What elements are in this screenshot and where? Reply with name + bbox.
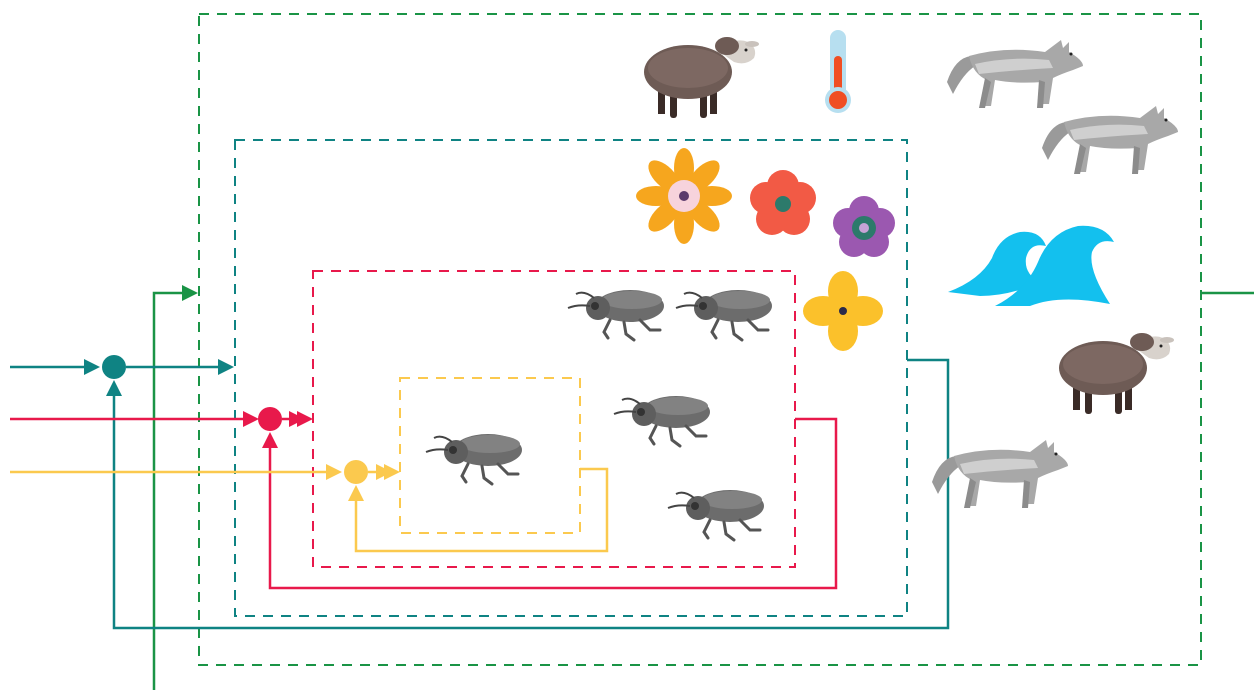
- individual-feedback-arrowhead: [348, 485, 364, 501]
- beetle-icon: [668, 490, 764, 540]
- community-forward-arrowhead: [218, 359, 234, 375]
- beetle-icon: [614, 396, 710, 446]
- beetle-icon: [568, 290, 664, 340]
- population-input-arrowhead: [243, 411, 259, 427]
- sheep-icon: [1059, 333, 1174, 416]
- community-summing-node: [102, 355, 126, 379]
- water-wave-icon: [948, 226, 1114, 306]
- flower-icon: [803, 271, 883, 351]
- individual-input-arrowhead: [326, 464, 342, 480]
- community-input-arrowhead: [84, 359, 100, 375]
- flower-icon: [833, 196, 895, 257]
- sheep-icon: [644, 37, 759, 120]
- outer-input-arrowhead: [182, 285, 198, 301]
- community-feedback-arrowhead: [106, 380, 122, 396]
- flower-icon: [636, 148, 732, 244]
- thermometer-icon: [825, 30, 851, 113]
- flower-icon: [750, 170, 816, 235]
- wolf-icon: [932, 440, 1068, 508]
- population-forward-arrowhead-b: [297, 411, 313, 427]
- individual-forward-arrowhead-b: [384, 464, 400, 480]
- outer-input-line: [154, 293, 186, 690]
- wolf-icon: [1042, 106, 1178, 174]
- individual-feedback-line: [356, 469, 607, 551]
- individual-summing-node: [344, 460, 368, 484]
- population-summing-node: [258, 407, 282, 431]
- wolf-icon: [947, 40, 1083, 108]
- beetle-icon: [676, 290, 772, 340]
- beetle-icon: [426, 434, 522, 484]
- population-feedback-arrowhead: [262, 432, 278, 448]
